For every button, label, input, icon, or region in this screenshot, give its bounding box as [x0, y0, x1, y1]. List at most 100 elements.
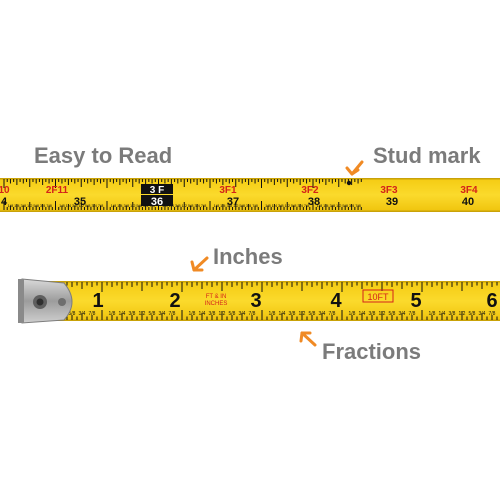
ten-ft-badge: 10FT	[367, 292, 389, 302]
fraction-label: 1/4	[272, 203, 278, 208]
fraction-label: 1/2	[139, 311, 146, 317]
fraction-label: 7/8	[169, 311, 176, 317]
fraction-label: 3/8	[175, 203, 181, 208]
fraction-label: 1/2	[379, 311, 386, 317]
fraction-label: 1/8	[111, 203, 117, 208]
fraction-label: 1/2	[299, 311, 306, 317]
fraction-label: 3/4	[297, 203, 303, 208]
foot-mark-label: 2F11	[46, 185, 69, 196]
fraction-label: 7/8	[329, 311, 336, 317]
fraction-label: 3/4	[246, 203, 252, 208]
fraction-label: 1/2	[78, 203, 84, 208]
fraction-label: 3/4	[194, 203, 200, 208]
fraction-label: 1/8	[349, 311, 356, 317]
inch-number: 2	[169, 290, 180, 312]
fraction-label: 5/8	[33, 203, 39, 208]
fraction-label: 1/2	[284, 203, 290, 208]
fraction-label: 1/4	[199, 311, 206, 317]
fraction-label: 1/2	[336, 203, 342, 208]
fraction-label: 3/8	[289, 311, 296, 317]
inch-number: 36	[151, 196, 163, 208]
top-tape-body	[0, 178, 500, 212]
fraction-label: 1/8	[269, 311, 276, 317]
top-tape-ticks	[3, 179, 362, 210]
inch-number: 38	[308, 196, 320, 208]
fraction-label: 5/8	[188, 203, 194, 208]
fraction-label: 1/8	[317, 203, 323, 208]
fraction-label: 3/8	[369, 311, 376, 317]
fraction-label: 3/4	[159, 311, 166, 317]
ten-ft-badge-box	[362, 289, 394, 303]
ft-in-label: FT & IN	[206, 294, 227, 300]
ft-in-label: INCHES	[205, 301, 228, 307]
fraction-label: 3/8	[124, 203, 130, 208]
foot-mark-label: 3 F	[150, 185, 164, 196]
fraction-label: 3/4	[79, 311, 86, 317]
fraction-label: 7/8	[89, 311, 96, 317]
fraction-label: 3/4	[349, 203, 355, 208]
fraction-label: 1/4	[66, 203, 72, 208]
fraction-label: 1/8	[189, 311, 196, 317]
fraction-label: 3/4	[40, 203, 46, 208]
inch-number: 35	[74, 196, 86, 208]
inch-number: 1	[92, 290, 103, 312]
fraction-label: 1/4	[323, 203, 329, 208]
fraction-label: 7/8	[201, 203, 207, 208]
fraction-label: 1/4	[279, 311, 286, 317]
foot-mark-label: 10	[0, 185, 10, 196]
foot-mark-label: 3F1	[219, 185, 237, 196]
fraction-label: 3/8	[129, 311, 136, 317]
foot-mark-label: 3F4	[460, 185, 478, 196]
fraction-label: 3/8	[21, 203, 27, 208]
arrow-icon	[345, 160, 364, 176]
fraction-label: 1/2	[181, 203, 187, 208]
fraction-label: 5/8	[136, 203, 142, 208]
fraction-label: 1/4	[220, 203, 226, 208]
fraction-label: 3/8	[278, 203, 284, 208]
fraction-label: 3/8	[449, 311, 456, 317]
inch-number-box	[141, 195, 173, 206]
top-tape-edge-top	[0, 178, 500, 180]
fraction-label: 5/8	[309, 311, 316, 317]
fraction-label: 3/4	[399, 311, 406, 317]
fraction-label: 1/2	[27, 203, 33, 208]
fraction-label: 3/4	[91, 203, 97, 208]
fraction-label: 5/8	[149, 311, 156, 317]
fraction-label: 1/4	[359, 311, 366, 317]
fraction-label: 1/8	[265, 203, 271, 208]
fraction-label: 5/8	[85, 203, 91, 208]
fraction-label: 7/8	[409, 311, 416, 317]
foot-mark-box	[141, 184, 173, 194]
fraction-label: 3/4	[479, 311, 486, 317]
fraction-label: 1/4	[439, 311, 446, 317]
fraction-label: 1/8	[214, 203, 220, 208]
fraction-label: 1/4	[117, 203, 123, 208]
top-tape-edge-bottom	[0, 210, 500, 212]
arrow-icon	[190, 256, 209, 272]
fraction-label: 1/4	[14, 203, 20, 208]
inch-number: 4	[330, 290, 342, 312]
fraction-label: 1/8	[429, 311, 436, 317]
fraction-label: 1/8	[109, 311, 116, 317]
foot-mark-label: 3F2	[301, 185, 319, 196]
fraction-label: 1/2	[219, 311, 226, 317]
fraction-label: 3/8	[72, 203, 78, 208]
fractions-label: Fractions	[322, 339, 422, 364]
inch-number: 39	[386, 196, 398, 208]
bottom-tape-edge-top	[22, 281, 500, 283]
inch-number: 6	[486, 290, 497, 312]
fraction-label: 3/8	[227, 203, 233, 208]
bottom-tape-ticks	[66, 282, 498, 320]
fraction-label: 7/8	[252, 203, 258, 208]
fraction-label: 1/4	[119, 311, 126, 317]
fraction-label: 7/8	[46, 203, 52, 208]
fraction-label: 1/2	[130, 203, 136, 208]
fraction-label: 5/8	[69, 311, 76, 317]
bottom-tape-edge-bottom	[22, 319, 500, 321]
foot-mark-label: 3F3	[380, 185, 398, 196]
fraction-label: 1/2	[459, 311, 466, 317]
inch-number: 3	[250, 290, 261, 312]
